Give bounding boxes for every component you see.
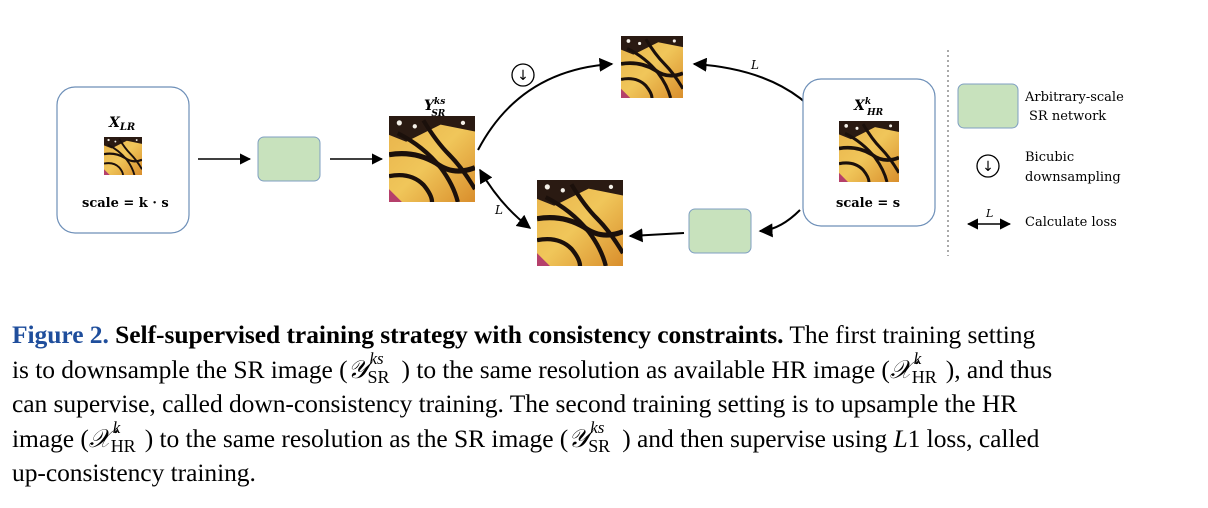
- legend-network-label-2: SR network: [1029, 109, 1106, 124]
- legend-network-swatch: [957, 83, 1019, 129]
- legend-bicubic-label-2: downsampling: [1025, 170, 1121, 185]
- legend-loss-label: Calculate loss: [1025, 215, 1117, 230]
- legend-downsample-glyph: ↓: [982, 159, 994, 175]
- lr-label: XLR: [108, 115, 135, 133]
- arrow-net-to-up: [628, 228, 685, 243]
- math-hr-symbol: 𝒳: [889, 354, 912, 384]
- loss-arrow-bottom: [479, 168, 532, 229]
- lr-image: [104, 137, 142, 175]
- caption-text-2: is to downsample the SR image (: [12, 354, 348, 384]
- caption-text-6: image (: [12, 423, 89, 453]
- arrow-sr-to-down: [477, 57, 614, 151]
- sr-network-block-1: [257, 136, 321, 182]
- legend-loss-symbol: L: [985, 207, 993, 220]
- caption-text-1: The first training setting: [783, 320, 1036, 349]
- caption-line-5: up-consistency training.: [12, 458, 256, 487]
- hr-scale-text: scale = s: [836, 196, 900, 211]
- caption-line-1: Figure 2. Self-supervised training strat…: [12, 318, 1192, 353]
- math-l1-letter: L: [893, 423, 908, 453]
- math-sr-symbol: 𝒴: [347, 354, 368, 384]
- downsample-icon-glyph: ↓: [517, 68, 529, 84]
- upsampled-hr-image: [537, 180, 623, 266]
- downsample-icon: [511, 63, 535, 87]
- hr-image: [839, 121, 899, 182]
- math-sr-symbol-2: 𝒴: [568, 423, 589, 453]
- caption-text-8: ) and then supervise using: [622, 423, 894, 453]
- figure-caption: Figure 2. Self-supervised training strat…: [12, 318, 1192, 491]
- caption-figure-number: Figure 2.: [12, 320, 109, 349]
- caption-line-3: can supervise, called down-consistency t…: [12, 389, 1018, 418]
- caption-text-4: ), and thus: [945, 354, 1053, 384]
- caption-text-3: ) to the same resolution as available HR…: [401, 354, 890, 384]
- caption-text-l1: 1 loss, called: [907, 423, 1040, 453]
- sr-network-block-2: [688, 208, 752, 254]
- legend-downsample-icon: [976, 154, 1000, 178]
- math-hr-symbol-2: 𝒳: [88, 423, 111, 453]
- lr-scale-text: scale = k · s: [82, 196, 169, 211]
- sr-image: [389, 116, 475, 202]
- loss-label-bottom: L: [494, 203, 503, 217]
- legend-network-label-1: Arbitrary-scale: [1024, 90, 1124, 105]
- loss-label-top: L: [750, 58, 759, 72]
- legend-bicubic-label-1: Bicubic: [1025, 150, 1074, 165]
- downsampled-sr-image: [621, 36, 683, 98]
- caption-title: Self-supervised training strategy with c…: [115, 320, 784, 349]
- caption-text-7: ) to the same resolution as the SR image…: [144, 423, 569, 453]
- arrow-hr-to-net: [758, 209, 801, 238]
